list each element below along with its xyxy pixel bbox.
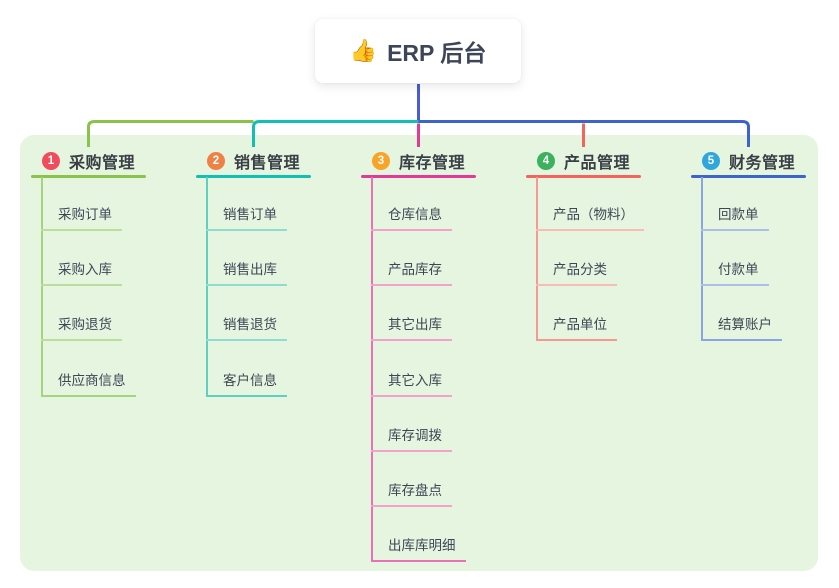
child-item[interactable]: 销售退货 — [206, 316, 287, 341]
branch-underline — [526, 175, 641, 178]
branch-2: 2 销售管理销售订单销售出库销售退货客户信息 — [196, 0, 326, 588]
child-item[interactable]: 采购订单 — [41, 206, 122, 231]
module-board — [20, 135, 818, 571]
child-item[interactable]: 产品库存 — [371, 261, 452, 286]
child-item[interactable]: 采购退货 — [41, 316, 122, 341]
branch-underline — [31, 175, 146, 178]
branch-header-2[interactable]: 2 销售管理 — [207, 149, 300, 173]
thumbs-up-icon: 👍 — [349, 38, 378, 63]
root-node[interactable]: 👍 ERP 后台 — [315, 19, 521, 83]
child-item[interactable]: 库存盘点 — [371, 482, 452, 507]
child-item[interactable]: 产品（物料） — [536, 206, 644, 231]
root-label: ERP 后台 — [387, 40, 487, 66]
branch-number-badge: 5 — [702, 152, 720, 170]
branch-4: 4 产品管理产品（物料） 产品分类产品单位 — [526, 0, 656, 588]
child-item[interactable]: 销售出库 — [206, 261, 287, 286]
child-item[interactable]: 其它入库 — [371, 372, 452, 397]
child-item[interactable]: 仓库信息 — [371, 206, 452, 231]
child-item[interactable]: 产品单位 — [536, 316, 617, 341]
child-item[interactable]: 客户信息 — [206, 372, 287, 397]
branch-header-4[interactable]: 4 产品管理 — [537, 149, 630, 173]
branch-label: 销售管理 — [234, 155, 301, 172]
branch-number-badge: 3 — [372, 152, 390, 170]
branch-number-badge: 4 — [537, 152, 555, 170]
branch-label: 采购管理 — [69, 155, 136, 172]
branch-header-5[interactable]: 5 财务管理 — [702, 149, 795, 173]
child-item[interactable]: 库存调拨 — [371, 427, 452, 452]
branch-trunk-line — [41, 177, 51, 397]
branch-3: 3 库存管理仓库信息产品库存其它出库其它入库库存调拨库存盘点出库库明细 — [361, 0, 491, 588]
branch-trunk-line — [371, 177, 381, 562]
child-item[interactable]: 产品分类 — [536, 261, 617, 286]
child-item[interactable]: 出库库明细 — [371, 537, 466, 562]
child-item[interactable]: 结算账户 — [701, 316, 782, 341]
branch-underline — [691, 175, 806, 178]
branch-number-badge: 2 — [207, 152, 225, 170]
child-item[interactable]: 供应商信息 — [41, 372, 136, 397]
branch-header-3[interactable]: 3 库存管理 — [372, 149, 465, 173]
branch-1: 1 采购管理采购订单采购入库采购退货供应商信息 — [31, 0, 161, 588]
child-item[interactable]: 采购入库 — [41, 261, 122, 286]
branch-trunk-line — [206, 177, 216, 397]
branch-5: 5 财务管理回款单付款单结算账户 — [691, 0, 821, 588]
child-item[interactable]: 付款单 — [701, 261, 769, 286]
child-item[interactable]: 其它出库 — [371, 316, 452, 341]
branch-underline — [196, 175, 311, 178]
child-item[interactable]: 回款单 — [701, 206, 769, 231]
branch-label: 库存管理 — [399, 155, 466, 172]
branch-trunk-line — [701, 177, 711, 341]
branch-label: 财务管理 — [729, 155, 796, 172]
child-item[interactable]: 销售订单 — [206, 206, 287, 231]
branch-label: 产品管理 — [564, 155, 631, 172]
branch-number-badge: 1 — [42, 152, 60, 170]
branch-underline — [361, 175, 476, 178]
branch-trunk-line — [536, 177, 546, 341]
branch-header-1[interactable]: 1 采购管理 — [42, 149, 135, 173]
